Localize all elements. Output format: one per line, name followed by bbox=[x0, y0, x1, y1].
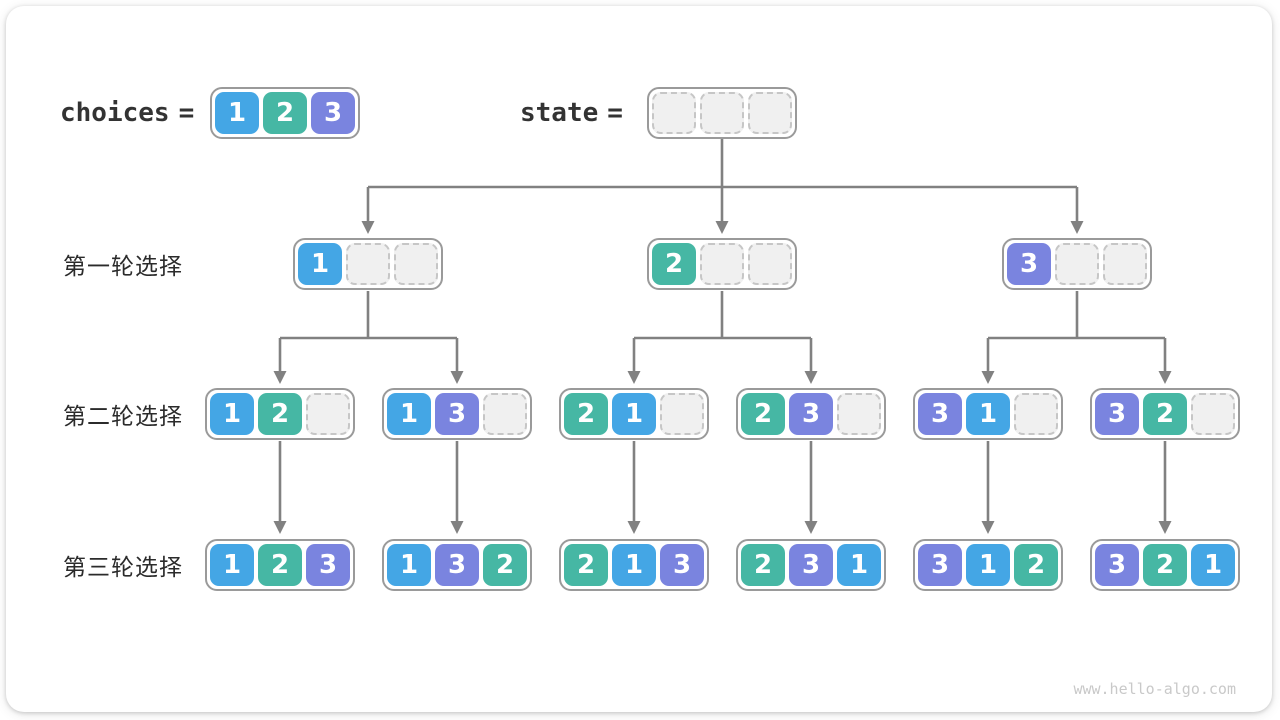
choices-label-text: choices bbox=[60, 98, 170, 128]
state-cell-empty bbox=[1055, 243, 1099, 285]
state-cell-2: 2 bbox=[741, 393, 785, 435]
state-cell-1: 1 bbox=[837, 544, 881, 586]
state-cell-2: 2 bbox=[258, 544, 302, 586]
state-cell-2: 2 bbox=[258, 393, 302, 435]
state-cell-empty bbox=[748, 92, 792, 134]
state-cell-3: 3 bbox=[789, 544, 833, 586]
state-cell-3: 3 bbox=[435, 544, 479, 586]
state-cell-empty bbox=[306, 393, 350, 435]
state-cell-3: 3 bbox=[660, 544, 704, 586]
state-cell-3: 3 bbox=[918, 393, 962, 435]
round1-state-box-3: 3 bbox=[1002, 238, 1152, 290]
state-cell-empty bbox=[660, 393, 704, 435]
state-cell-1: 1 bbox=[210, 393, 254, 435]
state-cell-1: 1 bbox=[612, 544, 656, 586]
round1-state-box-1: 1 bbox=[293, 238, 443, 290]
state-label: state = bbox=[520, 87, 637, 139]
state-cell-2: 2 bbox=[652, 243, 696, 285]
state-cell-2: 2 bbox=[263, 92, 307, 134]
state-cell-1: 1 bbox=[210, 544, 254, 586]
state-cell-2: 2 bbox=[1143, 544, 1187, 586]
state-equals-sign: = bbox=[607, 98, 623, 128]
state-cell-empty bbox=[346, 243, 390, 285]
state-cell-1: 1 bbox=[966, 544, 1010, 586]
round-2-label: 第二轮选择 bbox=[63, 403, 183, 429]
choices-label: choices = bbox=[60, 87, 208, 139]
state-cell-1: 1 bbox=[387, 544, 431, 586]
round-3-label: 第三轮选择 bbox=[63, 554, 183, 580]
state-cell-empty bbox=[394, 243, 438, 285]
watermark: www.hello-algo.com bbox=[1073, 680, 1236, 698]
state-cell-empty bbox=[837, 393, 881, 435]
state-label-text: state bbox=[520, 98, 599, 128]
choices-equals-sign: = bbox=[178, 98, 195, 128]
state-cell-3: 3 bbox=[918, 544, 962, 586]
state-cell-3: 3 bbox=[789, 393, 833, 435]
state-cell-3: 3 bbox=[1007, 243, 1051, 285]
state-cell-3: 3 bbox=[1095, 544, 1139, 586]
state-cell-empty bbox=[652, 92, 696, 134]
state-cell-empty bbox=[1103, 243, 1147, 285]
state-cell-empty bbox=[1191, 393, 1235, 435]
state-cell-2: 2 bbox=[1014, 544, 1058, 586]
state-cell-2: 2 bbox=[564, 544, 608, 586]
state-cell-2: 2 bbox=[564, 393, 608, 435]
state-cell-1: 1 bbox=[298, 243, 342, 285]
state-cell-1: 1 bbox=[1191, 544, 1235, 586]
state-cell-empty bbox=[748, 243, 792, 285]
state-cell-empty bbox=[483, 393, 527, 435]
state-cell-2: 2 bbox=[1143, 393, 1187, 435]
state-cell-1: 1 bbox=[966, 393, 1010, 435]
state-cell-1: 1 bbox=[215, 92, 259, 134]
round1-state-box-2: 2 bbox=[647, 238, 797, 290]
state-cell-3: 3 bbox=[311, 92, 355, 134]
state-cell-empty bbox=[700, 243, 744, 285]
round-1-label: 第一轮选择 bbox=[63, 253, 183, 279]
state-box bbox=[647, 87, 797, 139]
state-cell-empty bbox=[1014, 393, 1058, 435]
state-cell-3: 3 bbox=[1095, 393, 1139, 435]
state-cell-1: 1 bbox=[387, 393, 431, 435]
state-cell-2: 2 bbox=[483, 544, 527, 586]
state-cell-1: 1 bbox=[612, 393, 656, 435]
state-cell-3: 3 bbox=[435, 393, 479, 435]
state-cell-empty bbox=[700, 92, 744, 134]
state-cell-3: 3 bbox=[306, 544, 350, 586]
state-cell-2: 2 bbox=[741, 544, 785, 586]
